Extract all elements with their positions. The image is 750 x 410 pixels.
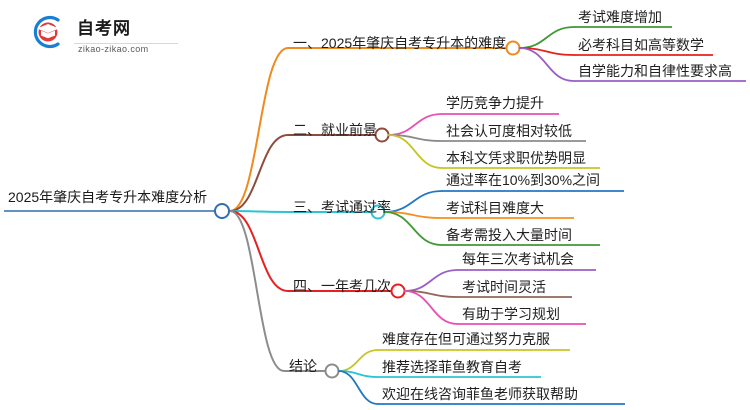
branch-node-1[interactable] xyxy=(505,40,521,56)
leaf-label-4-3[interactable]: 有助于学习规划 xyxy=(462,306,560,322)
leaf-label-5-1[interactable]: 难度存在但可通过努力克服 xyxy=(382,331,550,347)
root-node[interactable] xyxy=(214,203,230,219)
logo-name-cn: 自考网 xyxy=(77,19,131,38)
leaf-connector xyxy=(518,26,575,49)
leaf-connector xyxy=(383,190,443,213)
leaf-label-1-3[interactable]: 自学能力和自律性要求高 xyxy=(578,63,732,79)
leaf-connector xyxy=(387,113,443,136)
leaf-label-3-2[interactable]: 考试科目难度大 xyxy=(446,200,544,216)
logo-divider xyxy=(74,43,178,44)
leaf-label-1-2[interactable]: 必考科目如高等数学 xyxy=(578,37,704,53)
leaf-connector xyxy=(337,349,379,372)
branch-node-4[interactable] xyxy=(390,283,406,299)
leaf-label-2-3[interactable]: 本科文凭求职优势明显 xyxy=(446,150,586,166)
leaf-connector xyxy=(383,211,443,246)
branch-label-5[interactable]: 结论 xyxy=(289,358,317,374)
branch-connector xyxy=(229,47,289,212)
leaf-label-5-2[interactable]: 推荐选择菲鱼教育自考 xyxy=(382,359,522,375)
branch-connector xyxy=(229,134,289,212)
branch-connector xyxy=(229,210,285,372)
leaf-label-4-2[interactable]: 考试时间灵活 xyxy=(462,279,546,295)
leaf-label-3-1[interactable]: 通过率在10%到30%之间 xyxy=(446,172,601,188)
branch-label-4[interactable]: 四、一年考几次 xyxy=(293,278,391,294)
site-logo: 自考网 zikao-zikao.com xyxy=(28,12,178,54)
leaf-connector xyxy=(403,290,459,325)
leaf-label-4-1[interactable]: 每年三次考试机会 xyxy=(462,251,574,267)
leaf-label-1-1[interactable]: 考试难度增加 xyxy=(578,9,662,25)
root-node-label[interactable]: 2025年肇庆自考专升本难度分析 xyxy=(8,189,208,205)
leaf-connector xyxy=(387,134,443,169)
leaf-label-2-2[interactable]: 社会认可度相对较低 xyxy=(446,123,572,139)
branch-node-5[interactable] xyxy=(324,363,340,379)
leaf-label-5-3[interactable]: 欢迎在线咨询菲鱼老师获取帮助 xyxy=(382,386,578,402)
leaf-connector xyxy=(337,370,379,405)
leaf-label-3-3[interactable]: 备考需投入大量时间 xyxy=(446,227,572,243)
leaf-connector xyxy=(403,269,459,292)
branch-label-2[interactable]: 二、就业前景 xyxy=(293,122,377,138)
branch-connector xyxy=(229,210,289,292)
branch-connector xyxy=(229,210,289,213)
leaf-connector xyxy=(518,47,575,82)
branch-label-1[interactable]: 一、2025年肇庆自考专升本的难度 xyxy=(293,35,507,51)
leaf-label-2-1[interactable]: 学历竞争力提升 xyxy=(446,95,544,111)
branch-label-3[interactable]: 三、考试通过率 xyxy=(293,199,391,215)
graduation-cap-icon xyxy=(33,15,60,49)
branch-node-2[interactable] xyxy=(374,127,390,143)
logo-domain: zikao-zikao.com xyxy=(78,44,149,54)
